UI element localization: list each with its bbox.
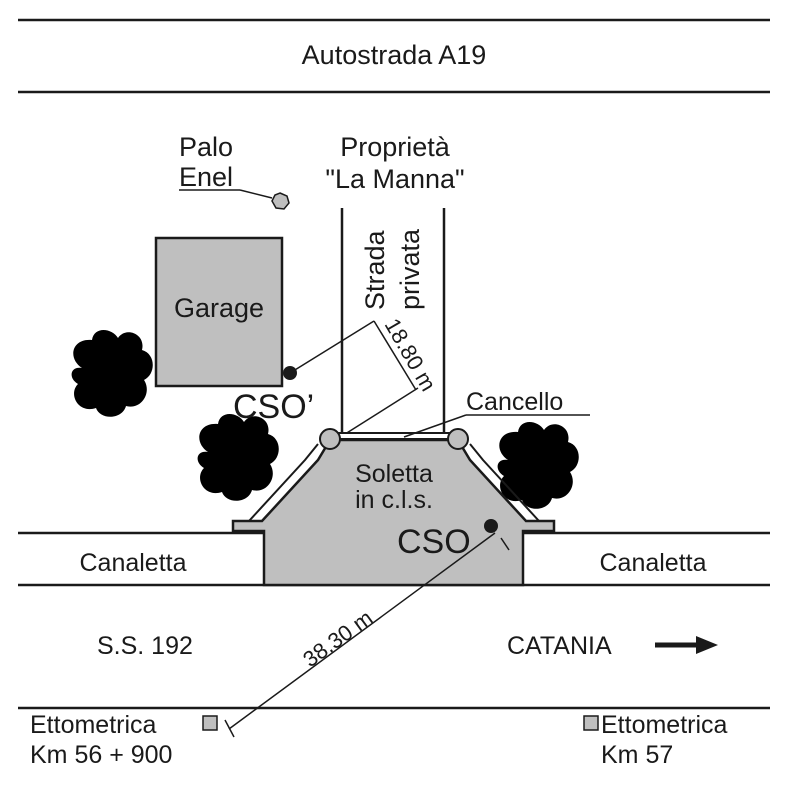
gate-post-right [447, 428, 469, 450]
private-road-label-line2: privata [395, 228, 425, 310]
distance-cso-prime-label: 18.80 m [380, 314, 441, 395]
property-label-line2: "La Manna" [325, 164, 464, 194]
cso-label: CSO [397, 523, 471, 561]
garage-building [154, 236, 284, 388]
marker-left-label-line2: Km 56 + 900 [30, 741, 172, 769]
ditch-right-label: Canaletta [599, 549, 706, 577]
slab-label-line1: Soletta [355, 460, 433, 488]
direction-label: CATANIA [507, 632, 612, 660]
gate-label: Cancello [466, 388, 563, 416]
gate-leader [403, 414, 467, 438]
arrow-right-icon [655, 636, 718, 654]
cso-prime-dimension-line [373, 320, 417, 391]
tree-icon [197, 414, 279, 501]
highway-label: Autostrada A19 [302, 40, 487, 70]
marker-left-label-line1: Ettometrica [30, 711, 157, 739]
pole-label-line1: Palo [179, 132, 233, 162]
marker-right-square-icon [583, 715, 599, 731]
state-road-label: S.S. 192 [97, 632, 193, 660]
garage-label: Garage [174, 293, 264, 323]
marker-right-label-line2: Km 57 [601, 741, 673, 769]
tree-icon [497, 422, 579, 509]
slab-label-line2: in c.l.s. [355, 486, 433, 514]
cso-prime-label: CSO’ [233, 388, 314, 426]
cso-dimension-line [228, 532, 496, 730]
cso-prime-dimension-line-2 [341, 387, 419, 437]
property-label-line1: Proprietà [340, 132, 451, 162]
distance-cso-label: 38.30 m [298, 605, 377, 672]
cso-prime-dimension-line-1 [289, 320, 375, 374]
cso-point-marker-icon [484, 519, 498, 533]
cso-dimension-tick-top [500, 537, 510, 551]
tree-icon [71, 330, 153, 417]
pole-leader [239, 189, 273, 199]
pole-label-line2: Enel [179, 162, 233, 192]
ditch-left-label: Canaletta [79, 549, 186, 577]
slab-inner-edge [248, 443, 540, 522]
marker-left-square-icon [202, 715, 218, 731]
gate-post-left [319, 428, 341, 450]
private-road-label-line1: Strada [360, 229, 390, 310]
pole-icon [271, 192, 290, 210]
gate-bar [333, 432, 455, 440]
marker-right-label-line1: Ettometrica [601, 711, 728, 739]
cso-dimension-tick-bottom [224, 719, 235, 738]
